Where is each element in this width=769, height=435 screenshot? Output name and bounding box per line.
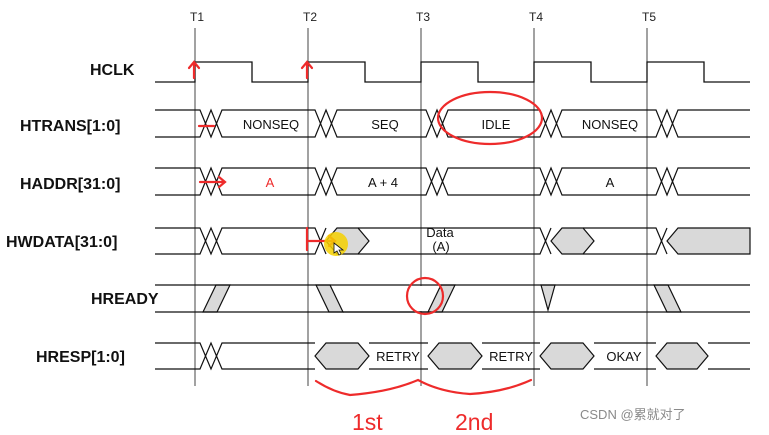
haddr-sample-arrow [198, 175, 227, 189]
signal-label-hclk: HCLK [90, 62, 135, 79]
htrans-value-nonseq-2: NONSEQ [582, 117, 638, 132]
time-marker-t4: T4 [529, 10, 543, 24]
red-annotations [187, 60, 544, 397]
hwdata-value-a: (A) [432, 239, 449, 254]
hclk-edge-arrow-t2 [300, 60, 314, 80]
htrans-value-seq: SEQ [371, 117, 398, 132]
htrans-value-nonseq-1: NONSEQ [243, 117, 299, 132]
time-marker-t1: T1 [190, 10, 204, 24]
hresp-value-okay: OKAY [606, 349, 641, 364]
annotation-second: 2nd [455, 409, 493, 435]
signal-label-hresp: HRESP[1:0] [36, 349, 125, 366]
time-marker-t3: T3 [416, 10, 430, 24]
annotation-first: 1st [352, 409, 383, 435]
hready-highlight-circle [405, 276, 445, 316]
hwdata-bus [155, 226, 751, 256]
hready-waveform [155, 284, 750, 313]
signal-label-htrans: HTRANS[1:0] [20, 118, 120, 135]
hready-low-gap [344, 286, 428, 311]
idle-highlight-circle [436, 90, 544, 146]
signal-label-hready: HREADY [91, 291, 159, 308]
time-marker-t2: T2 [303, 10, 317, 24]
retry-1st-bracket [314, 378, 533, 397]
pointer-hand-icon [333, 242, 345, 256]
cursor-highlight [324, 232, 348, 256]
time-marker-t5: T5 [642, 10, 656, 24]
htrans-value-idle: IDLE [482, 117, 511, 132]
hresp-value-retry-1: RETRY [376, 349, 420, 364]
hclk-waveform [155, 61, 750, 83]
haddr-value-a-1: A [266, 175, 275, 190]
time-marker-lines [194, 28, 648, 386]
hresp-bus [155, 341, 750, 371]
signal-label-hwdata: HWDATA[31:0] [6, 234, 117, 251]
hwdata-value-data: Data [426, 225, 454, 240]
haddr-value-a-2: A [606, 175, 615, 190]
hresp-value-retry-2: RETRY [489, 349, 533, 364]
haddr-value-a-plus-4: A + 4 [368, 175, 398, 190]
signal-label-haddr: HADDR[31:0] [20, 176, 120, 193]
htrans-bus [155, 108, 750, 139]
haddr-bus [155, 166, 750, 197]
hclk-edge-arrow-t1 [187, 60, 201, 80]
watermark: CSDN @累就对了 [580, 407, 686, 422]
